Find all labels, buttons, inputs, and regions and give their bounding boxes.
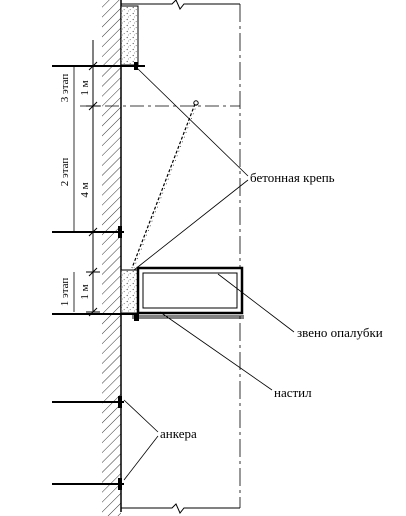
stage3-length: 1 м	[79, 80, 91, 95]
anchors-label: анкера	[160, 426, 197, 441]
decking-label: настил	[274, 385, 312, 400]
stage2-length: 4 м	[79, 182, 91, 197]
bottom-break-line	[121, 503, 240, 514]
dimension-line	[86, 40, 100, 317]
concrete-lining-lower	[120, 269, 139, 314]
stage1-label: 1 этап	[59, 278, 71, 307]
rock-wall	[102, 0, 122, 516]
concrete-lining-upper	[120, 5, 139, 66]
stage1-length: 1 м	[79, 284, 91, 299]
top-break-line	[121, 0, 240, 10]
leader-lines	[123, 67, 295, 481]
formwork-link-label: звено опалубки	[297, 325, 383, 340]
concrete-lining-label: бетонная крепь	[250, 170, 335, 185]
formwork-link	[136, 266, 244, 315]
stage2-label: 2 этап	[59, 158, 71, 187]
decking-bolt	[134, 313, 139, 321]
suspension-chain	[131, 100, 199, 269]
stage3-label: 3 этап	[59, 74, 71, 103]
